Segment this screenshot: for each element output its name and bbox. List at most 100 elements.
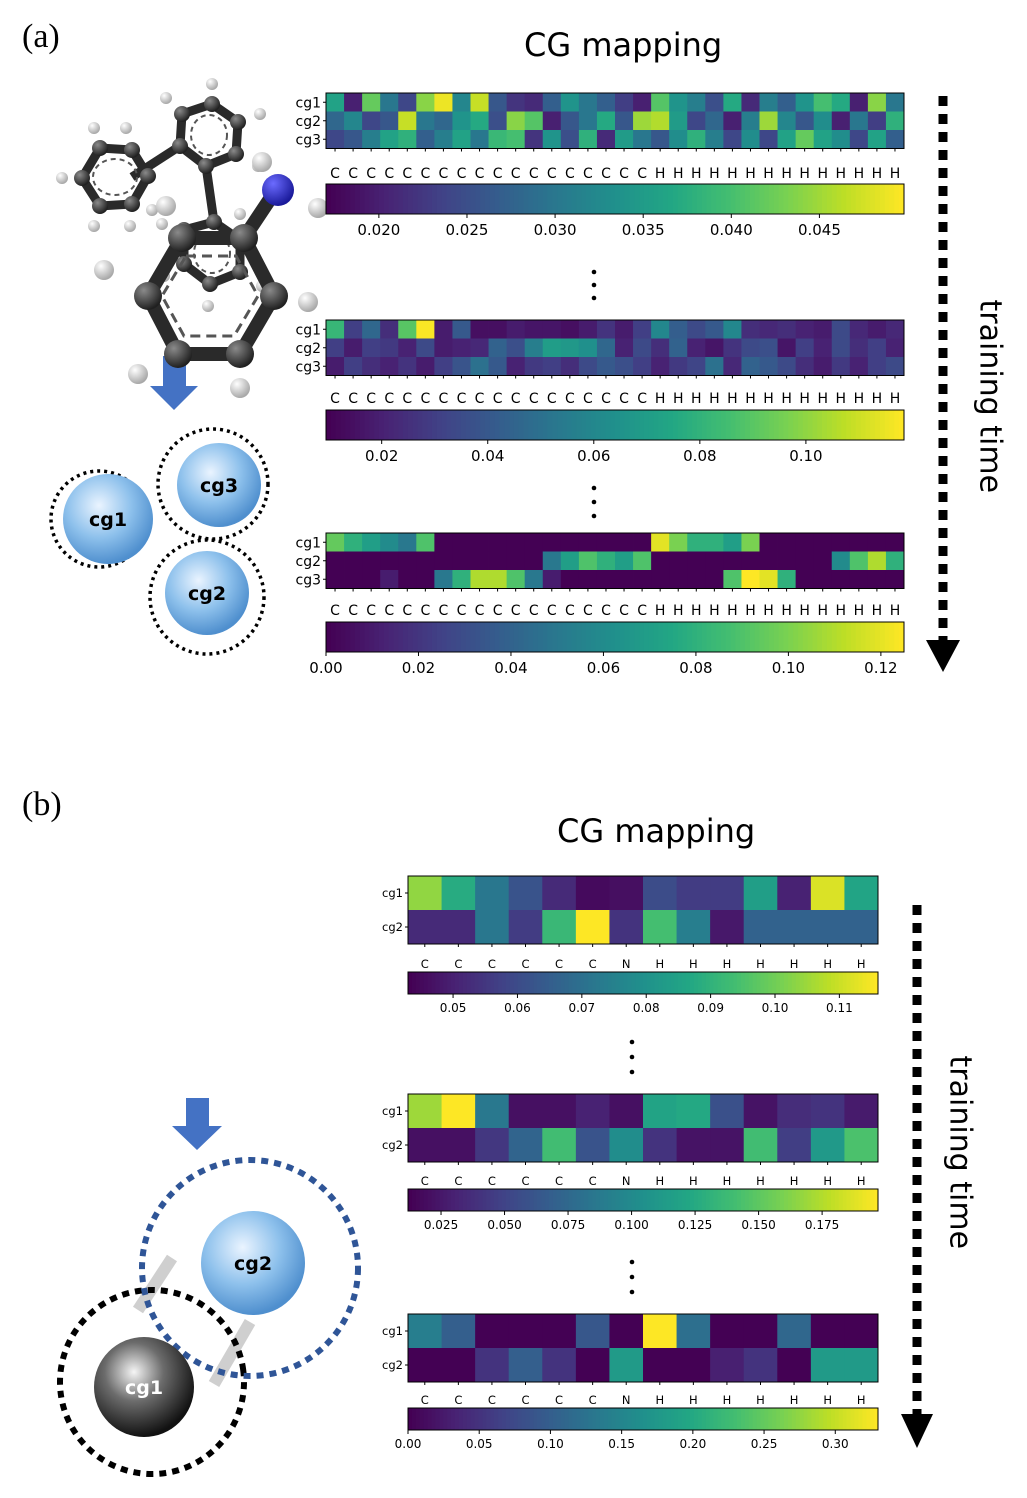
heatmap-cell — [470, 570, 489, 589]
colorbar-segment — [615, 410, 621, 440]
heatmap-cell — [723, 320, 742, 339]
colorbar-segment — [436, 622, 443, 652]
colorbar-segment — [851, 622, 857, 652]
atom-label: H — [790, 1174, 799, 1188]
colorbar-segment — [513, 622, 520, 652]
heatmap-cell — [408, 1094, 442, 1129]
heatmap-cell — [344, 338, 363, 358]
colorbar-segment — [596, 1408, 601, 1430]
atom-label: C — [589, 1174, 597, 1188]
colorbar-segment — [759, 410, 765, 440]
atom-label: C — [583, 391, 593, 407]
colorbar-segment — [571, 184, 577, 214]
row-label: cg2 — [296, 114, 322, 130]
colorbar-segment — [693, 972, 699, 994]
heatmap-cell — [560, 338, 580, 358]
heatmap-cell — [416, 320, 435, 339]
colorbar-segment — [740, 1408, 746, 1430]
heatmap-cell — [743, 910, 778, 945]
colorbar-segment — [752, 1408, 758, 1430]
colorbar-segment — [478, 1189, 483, 1211]
colorbar-segment — [586, 622, 592, 652]
heatmap-cell — [743, 1128, 778, 1163]
heatmap-cell — [560, 130, 580, 149]
colorbar-segment — [623, 1189, 628, 1211]
colorbar-segment — [517, 1408, 523, 1430]
colorbar-segment — [802, 184, 809, 214]
colorbar-segment — [846, 1408, 852, 1430]
atom-label: C — [475, 166, 485, 182]
heatmap-cell — [743, 1094, 778, 1129]
colorbar-segment — [480, 622, 486, 652]
colorbar-segment — [584, 972, 589, 994]
heatmap-cell — [408, 910, 442, 945]
colorbar-tick-label: 0.04 — [494, 659, 527, 677]
colorbar-segment — [427, 1189, 432, 1211]
heatmap-cell — [488, 320, 508, 339]
heatmap-cell — [560, 533, 580, 552]
heatmap-cell — [676, 876, 711, 911]
heatmap-cell — [615, 338, 634, 358]
atom-label: H — [823, 1393, 832, 1407]
heatmap-cell — [676, 1094, 711, 1129]
atom-label: H — [756, 1393, 765, 1407]
colorbar-segment — [717, 972, 722, 994]
heatmap-cell — [676, 1348, 711, 1383]
colorbar-segment — [798, 184, 804, 214]
atom-label: H — [723, 1393, 732, 1407]
colorbar-segment — [576, 1408, 581, 1430]
heatmap-cell — [609, 1094, 644, 1129]
colorbar-segment — [799, 1408, 805, 1430]
heatmap-cell — [810, 1094, 845, 1129]
colorbar-segment — [851, 410, 857, 440]
colorbar-segment — [533, 972, 538, 994]
colorbar-segment — [542, 622, 549, 652]
heatmap-cell — [560, 111, 580, 131]
colorbar-segment — [827, 972, 832, 994]
colorbar-segment — [408, 1189, 413, 1211]
colorbar-tick-label: 0.10 — [762, 1001, 789, 1015]
heatmap-cell — [643, 876, 677, 911]
atom-label: C — [454, 1174, 462, 1188]
colorbar-segment — [643, 410, 650, 440]
colorbar-segment — [600, 410, 606, 440]
down-arrow-icon — [172, 1098, 222, 1150]
heatmap-cell — [633, 111, 652, 131]
heatmap-cell — [506, 570, 526, 589]
colorbar-segment — [403, 410, 409, 440]
atom-label: H — [673, 391, 684, 407]
colorbar-segment — [784, 1189, 789, 1211]
colorbar-segment — [383, 410, 390, 440]
colorbar-segment — [466, 1408, 472, 1430]
heatmap-cell — [344, 570, 363, 589]
heatmap-cell — [434, 357, 453, 376]
colorbar-segment — [458, 972, 464, 994]
colorbar-segment — [740, 184, 746, 214]
heatmap-cell — [849, 533, 869, 552]
heatmap-cell — [326, 320, 345, 339]
colorbar-segment — [458, 1189, 464, 1211]
colorbar-segment — [533, 1408, 538, 1430]
heatmap-cell — [609, 1314, 644, 1349]
colorbar-segment — [842, 972, 848, 994]
colorbar-segment — [451, 410, 457, 440]
colorbar-segment — [330, 410, 337, 440]
colorbar-segment — [378, 410, 385, 440]
atom-label: C — [565, 391, 575, 407]
colorbar-segment — [717, 1408, 722, 1430]
heatmap-cell — [633, 570, 652, 589]
colorbar-segment — [502, 972, 507, 994]
atom-label: H — [836, 391, 847, 407]
colorbar-segment — [470, 1408, 476, 1430]
atom-label: H — [756, 957, 765, 971]
colorbar-tick-label: 0.25 — [751, 1437, 778, 1451]
atom-label: H — [727, 166, 738, 182]
colorbar-segment — [556, 1408, 562, 1430]
atom-label: H — [745, 391, 756, 407]
colorbar-segment — [725, 1408, 730, 1430]
colorbar-tick-label: 0.02 — [402, 659, 435, 677]
colorbar — [325, 183, 905, 215]
colorbar-segment — [709, 972, 714, 994]
colorbar-segment — [697, 1408, 703, 1430]
